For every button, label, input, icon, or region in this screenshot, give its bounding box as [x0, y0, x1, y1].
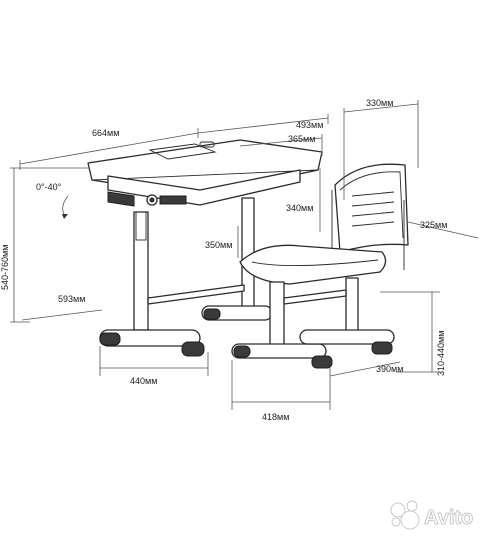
label-seat-back-width: 330мм — [366, 98, 393, 108]
avito-wordmark: Avito — [424, 507, 473, 529]
label-desk-width: 664мм — [92, 128, 119, 138]
label-chair-base-depth: 390мм — [376, 364, 403, 374]
chair-backrest — [334, 163, 409, 253]
label-seat-to-back: 350мм — [205, 240, 232, 250]
label-desk-top-depth: 365мм — [288, 134, 315, 144]
chair-drawing — [231, 163, 409, 369]
label-leg-span-depth: 593мм — [58, 294, 85, 304]
avito-logo-icon — [390, 500, 420, 530]
label-desk-depth: 493мм — [296, 120, 323, 130]
label-tilt-angle: 0°-40° — [36, 182, 62, 192]
label-chair-base-width: 418мм — [262, 412, 289, 422]
label-seat-height: 310-440мм — [436, 331, 446, 376]
dimension-lines — [10, 100, 479, 410]
chair-post-back — [345, 277, 359, 335]
avito-watermark: Avito — [390, 500, 474, 530]
chair-foot-front — [231, 343, 327, 359]
chair-foot-back — [299, 329, 395, 345]
label-desk-base-width: 440мм — [130, 376, 157, 386]
chair-seat — [239, 244, 387, 285]
chair-post-front — [269, 281, 285, 349]
label-desk-height: 540-760мм — [0, 245, 10, 290]
desk-crossbar — [147, 284, 245, 305]
label-back-depth: 325мм — [420, 220, 447, 230]
desk-drawing — [87, 139, 323, 357]
dimension-labels: 664мм 493мм 365мм 330мм 340мм 325мм 0°-4… — [0, 98, 447, 422]
label-back-height: 340мм — [286, 203, 313, 213]
